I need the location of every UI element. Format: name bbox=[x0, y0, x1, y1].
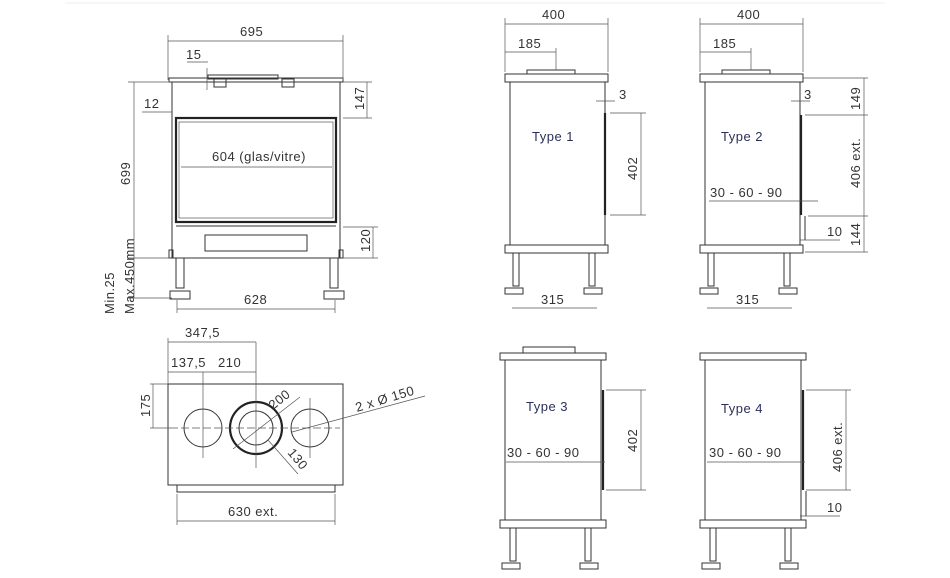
side-view-type-2: 400 185 3 149 406 ext. 144 Type 2 30 - 6… bbox=[699, 7, 868, 309]
side-view-type-4: Type 4 30 - 60 - 90 406 ext. 10 bbox=[699, 352, 851, 570]
dim-leg-min: Min.25 bbox=[102, 272, 117, 314]
dim-height: 699 bbox=[118, 162, 133, 185]
type1-center: 185 bbox=[518, 36, 541, 51]
type2-offset: 10 bbox=[827, 224, 842, 239]
type3-glass-height: 402 bbox=[625, 429, 640, 452]
dim-inner-diameter: 130 bbox=[285, 445, 311, 472]
type2-bottom: 144 bbox=[848, 223, 863, 246]
type1-gap: 3 bbox=[619, 87, 627, 102]
type3-adjust: 30 - 60 - 90 bbox=[507, 445, 580, 460]
type1-glass-height: 402 bbox=[625, 157, 640, 180]
dim-top-to-glass: 147 bbox=[352, 87, 367, 110]
type1-depth: 400 bbox=[542, 7, 565, 22]
type2-center: 185 bbox=[713, 36, 736, 51]
dim-offset-top: 15 bbox=[186, 47, 201, 62]
type4-glass-height: 406 ext. bbox=[830, 422, 845, 472]
dim-left-offset: 137,5 bbox=[171, 355, 206, 370]
type4-label: Type 4 bbox=[721, 401, 763, 416]
dim-spacing: 210 bbox=[218, 355, 241, 370]
type2-top: 149 bbox=[848, 87, 863, 110]
dim-side-margin: 12 bbox=[144, 96, 159, 111]
type1-leg-spacing: 315 bbox=[541, 292, 564, 307]
type2-depth: 400 bbox=[737, 7, 760, 22]
type4-offset: 10 bbox=[827, 500, 842, 515]
dim-leg-max: Max.450mm bbox=[122, 238, 137, 314]
side-view-type-1: 400 185 3 402 Type 1 315 bbox=[504, 7, 646, 309]
dim-bottom-panel: 120 bbox=[358, 229, 373, 252]
dim-leg-spacing: 628 bbox=[244, 292, 267, 307]
dim-glass-width: 604 (glas/vitre) bbox=[212, 149, 306, 164]
dim-width: 695 bbox=[240, 24, 263, 39]
dim-depth-offset: 175 bbox=[138, 394, 153, 417]
dim-outer-diameter: 200 bbox=[266, 386, 294, 412]
dim-center-offset: 347,5 bbox=[185, 325, 220, 340]
type2-adjust: 30 - 60 - 90 bbox=[710, 185, 783, 200]
type2-gap: 3 bbox=[804, 87, 812, 102]
type2-label: Type 2 bbox=[721, 129, 763, 144]
type4-adjust: 30 - 60 - 90 bbox=[709, 445, 782, 460]
side-view-type-3: Type 3 30 - 60 - 90 402 bbox=[499, 346, 646, 570]
type2-leg-spacing: 315 bbox=[736, 292, 759, 307]
type1-label: Type 1 bbox=[532, 129, 574, 144]
top-view: 347,5 137,5 210 175 200 130 2 x Ø 150 63… bbox=[138, 325, 426, 525]
type3-label: Type 3 bbox=[526, 399, 568, 414]
dim-width-ext: 630 ext. bbox=[228, 504, 278, 519]
type2-glass-height: 406 ext. bbox=[848, 138, 863, 188]
dim-side-outlets: 2 x Ø 150 bbox=[353, 383, 416, 415]
front-view: 695 15 12 699 Max.450mm Min.25 147 120 6… bbox=[102, 24, 378, 314]
